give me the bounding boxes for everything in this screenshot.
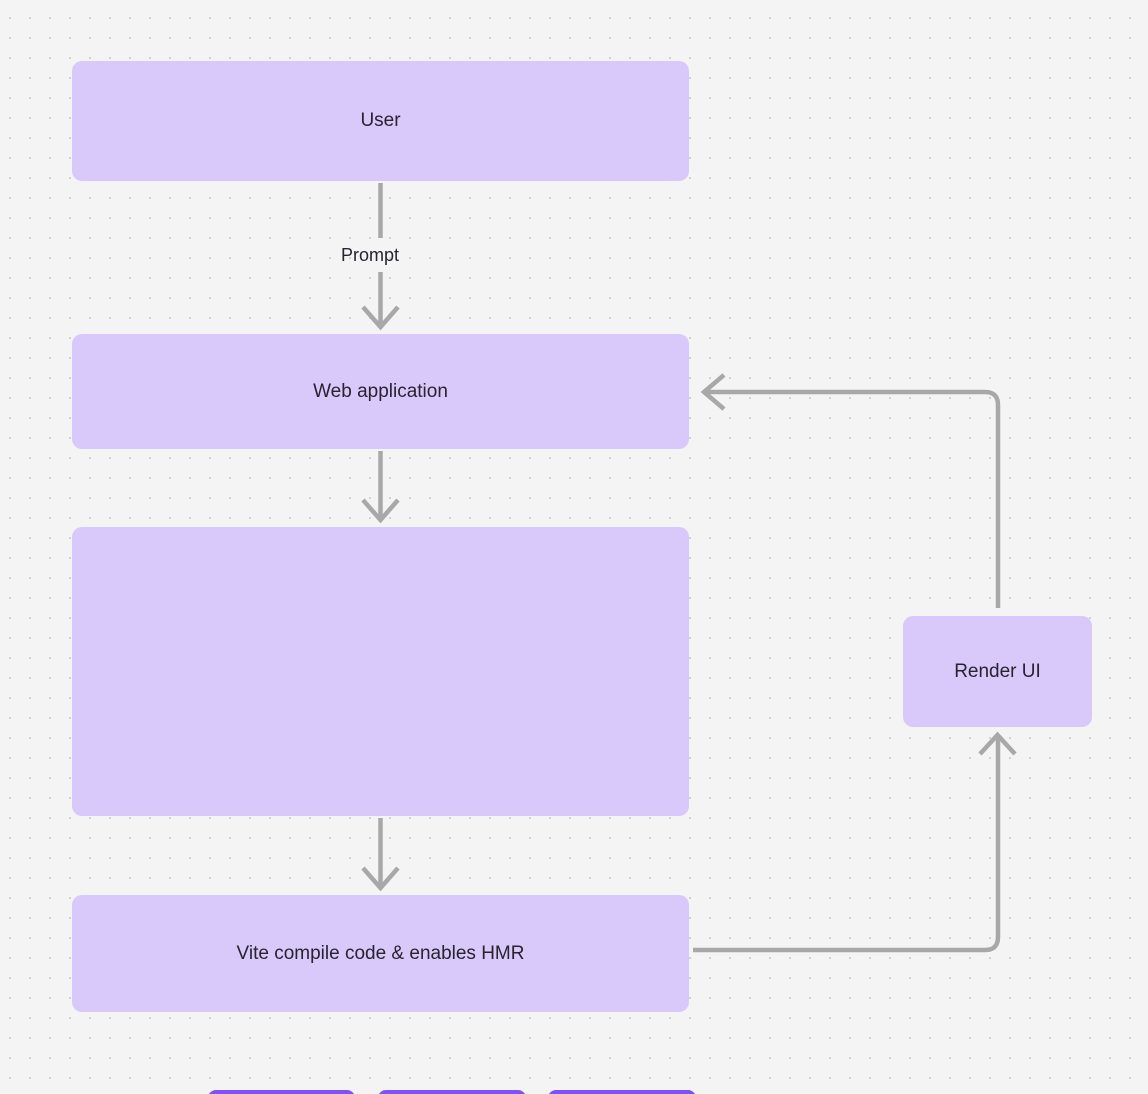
arrowhead-components-to-vite <box>361 866 400 892</box>
node-vite-label: Vite compile code & enables HMR <box>236 942 525 964</box>
node-vite[interactable]: Vite compile code & enables HMR <box>72 895 689 1012</box>
arrowhead-webapp-to-components <box>361 498 400 524</box>
arrowhead-vite-to-render <box>978 731 1017 756</box>
arrowhead-prompt-to-webapp <box>361 305 400 331</box>
edge-vite-to-render <box>693 737 1001 953</box>
node-user[interactable]: User <box>72 61 689 181</box>
node-css[interactable]: CSS = Styles & Layouts <box>378 1090 526 1094</box>
node-web-application-label: Web application <box>313 380 448 402</box>
node-render-ui-label: Render UI <box>954 660 1041 682</box>
arrowhead-render-to-webapp <box>700 373 726 411</box>
node-javascript[interactable]: Javascript = Interactivity <box>548 1090 696 1094</box>
node-user-label: User <box>360 110 401 132</box>
node-render-ui[interactable]: Render UI <box>903 616 1092 727</box>
edge-render-to-webapp <box>707 389 1001 608</box>
edge-label-prompt: Prompt <box>341 245 400 265</box>
node-html[interactable]: HTML = structure <box>208 1090 355 1094</box>
node-web-application[interactable]: Web application <box>72 334 689 449</box>
node-react-components[interactable]: HTML = structure CSS = Styles & Layouts … <box>72 527 696 1094</box>
